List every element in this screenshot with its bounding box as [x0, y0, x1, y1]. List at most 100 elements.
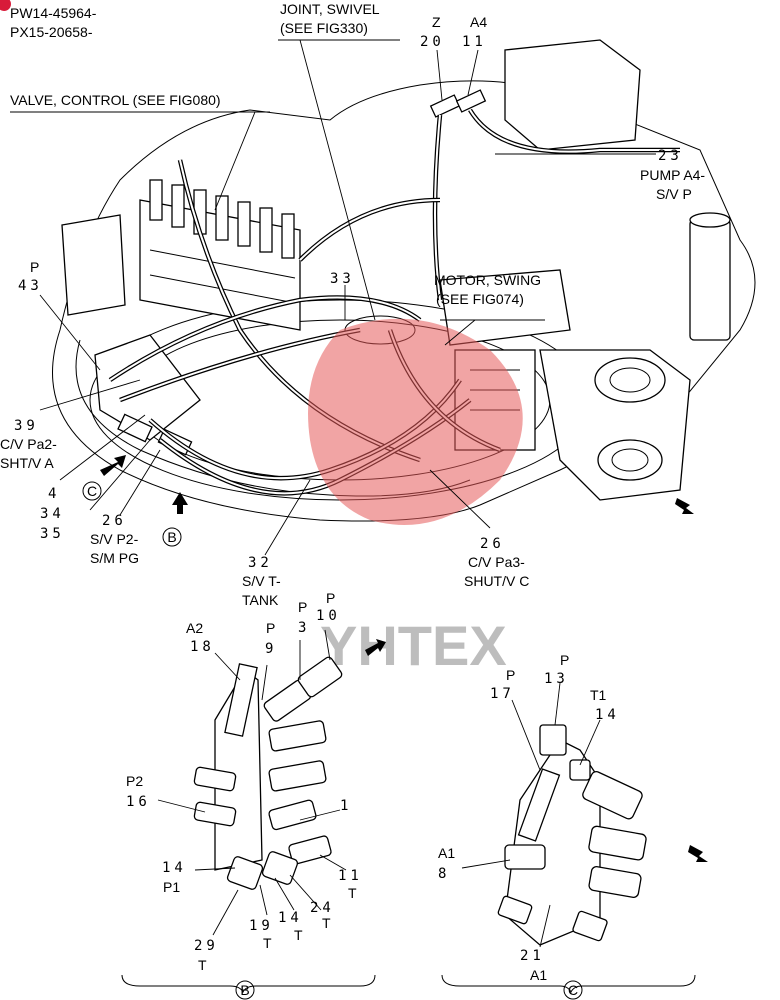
callout-t19-number: 19	[249, 918, 274, 934]
callout-a1b-number: 21	[520, 948, 545, 964]
watermark-logo-icon	[308, 318, 523, 525]
left-bracket	[61, 214, 126, 316]
callout-a4-number: 11	[462, 34, 487, 50]
callout-t24-number: 24	[310, 900, 335, 916]
view-c-letter: C	[568, 982, 578, 998]
callout-c26-line1: C/V Pa3-	[468, 554, 525, 570]
callout-a1-number: 8	[438, 866, 450, 882]
view-c-marker-letter: C	[87, 483, 97, 499]
watermark: YHTEX	[308, 318, 523, 677]
view-b-arrow-icon	[172, 492, 188, 514]
callout-t29-letter: T	[198, 957, 207, 973]
callout-p3-number: 3	[298, 620, 310, 636]
callout-s26-number: 26	[102, 513, 127, 529]
callout-t19-letter: T	[263, 935, 272, 951]
callout-p9-letter: P	[266, 620, 275, 636]
detail-b-valves	[193, 656, 343, 890]
motor-swing-label: MOTOR, SWING	[434, 272, 541, 288]
callout-a2-number: 18	[190, 639, 215, 655]
callout-z-number: 20	[420, 34, 445, 50]
fitting-a4	[455, 89, 487, 113]
callout-4-number: 4	[48, 486, 60, 502]
view-c-arrow-icon	[100, 455, 126, 476]
callout-p2-number: 16	[126, 794, 151, 810]
callout-33-number: 33	[330, 271, 355, 287]
view-c-bracket	[441, 974, 696, 994]
callout-39-line1: C/V Pa2-	[0, 436, 57, 452]
callout-p43-number: 43	[18, 278, 43, 294]
fitting-z	[429, 94, 461, 118]
swing-motor-body	[439, 269, 571, 346]
serial-range-1: PW14-45964-	[10, 5, 97, 21]
callout-p3-letter: P	[298, 599, 307, 615]
callout-t1-letter: T1	[590, 687, 607, 703]
fitting-p13	[539, 724, 567, 756]
control-valve-spools	[149, 179, 295, 259]
corner-marker-icon	[0, 0, 11, 11]
callout-c26-number: 26	[480, 536, 505, 552]
callout-t11-letter: T	[348, 885, 357, 901]
callout-p13-letter: P	[560, 652, 569, 668]
callout-t11-number: 11	[338, 868, 363, 884]
view-c-marker-main	[82, 481, 102, 501]
view-c-circle	[563, 980, 583, 1000]
callout-pump-number: 23	[658, 148, 683, 164]
callout-1-number: 1	[340, 798, 352, 814]
callout-p9-number: 9	[265, 641, 277, 657]
callout-a1-letter: A1	[438, 845, 455, 861]
boom-pin-boss-lower	[597, 439, 663, 481]
boom-pin-hole-lower	[611, 448, 649, 472]
leader-lines	[10, 39, 656, 948]
callout-p43-letter: P	[30, 259, 39, 275]
serial-range-2: PX15-20658-	[10, 24, 93, 40]
valve-control-label: VALVE, CONTROL (SEE FIG080)	[10, 92, 221, 108]
callout-pump-line1: PUMP A4-	[640, 167, 705, 183]
direction-arrow-b-icon	[365, 639, 386, 656]
callout-z-letter: Z	[432, 14, 441, 30]
detail-b-assembly	[193, 639, 386, 890]
callout-p2-letter: P2	[126, 773, 143, 789]
boom-pin-boss-upper	[594, 357, 666, 403]
view-b-marker-main	[162, 527, 182, 547]
callout-s32-line2: TANK	[242, 592, 279, 608]
callout-p1-letter: P1	[163, 879, 180, 895]
callout-p10-number: 10	[316, 608, 341, 624]
callout-s26-line1: S/V P2-	[90, 531, 139, 547]
boom-pin-hole-upper	[609, 367, 651, 393]
fitting-p17	[517, 768, 561, 842]
callout-35-number: 35	[40, 526, 65, 542]
callout-34-number: 34	[40, 506, 65, 522]
pump-column-top	[689, 212, 731, 228]
motor-swing-ref: (SEE FIG074)	[436, 291, 524, 307]
fitting-a2	[224, 663, 258, 737]
view-b-letter: B	[240, 982, 249, 998]
callout-s32-line1: S/V T-	[242, 573, 281, 589]
view-b-bracket	[121, 974, 376, 994]
rear-bracket	[504, 39, 641, 151]
pump-column	[689, 219, 731, 341]
callout-39-line2: SHT/V A	[0, 455, 54, 471]
callout-c26-line2: SHUT/V C	[464, 573, 529, 589]
callout-s32-number: 32	[248, 555, 273, 571]
detail-c-assembly	[497, 724, 708, 946]
joint-swivel-ref: (SEE FIG330)	[280, 20, 368, 36]
callout-t1-number: 14	[595, 707, 620, 723]
callout-p17-number: 17	[490, 686, 515, 702]
watermark-text: YHTEX	[320, 614, 507, 677]
callout-a1b-letter: A1	[530, 967, 547, 983]
callout-a2-letter: A2	[186, 620, 203, 636]
direction-arrow-main-icon	[675, 498, 694, 514]
callout-t29-number: 29	[194, 938, 219, 954]
view-b-circle	[235, 980, 255, 1000]
callout-39-number: 39	[14, 418, 39, 434]
joint-swivel-label: JOINT, SWIVEL	[280, 1, 380, 17]
direction-arrow-c-icon	[688, 845, 708, 862]
callout-p10-letter: P	[326, 590, 335, 606]
view-b-marker-letter: B	[167, 529, 176, 545]
callout-s26-line2: S/M PG	[90, 550, 139, 566]
callout-t14-letter: T	[294, 927, 303, 943]
upper-frame-outline	[52, 80, 756, 522]
callout-a4-letter: A4	[470, 14, 487, 30]
callout-t24-letter: T	[322, 915, 331, 931]
